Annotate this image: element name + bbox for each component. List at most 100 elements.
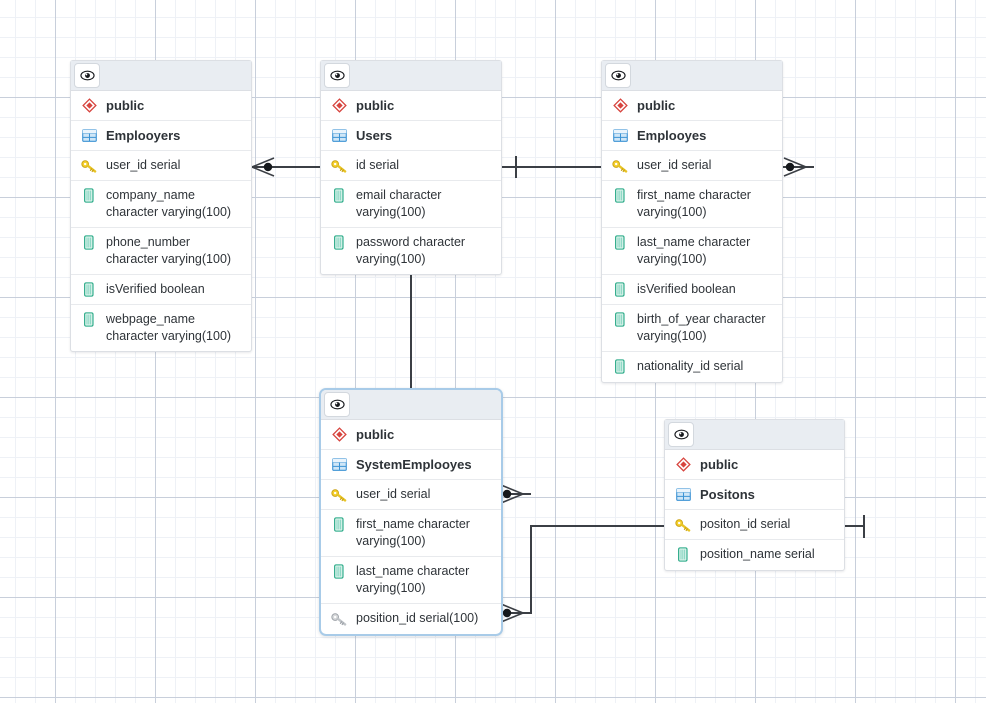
- eye-visibility-button[interactable]: [74, 63, 100, 88]
- table-node-users[interactable]: public Users id serial: [320, 60, 502, 275]
- column-row[interactable]: phone_number character varying(100): [71, 228, 251, 275]
- column-label: first_name character varying(100): [637, 188, 751, 219]
- schema-diamond-icon: [611, 97, 629, 114]
- key-icon: [330, 486, 348, 503]
- table-name: Emplooyers: [106, 128, 181, 143]
- column-label: isVerified boolean: [637, 282, 736, 296]
- column-icon: [80, 234, 98, 251]
- node-header: [71, 61, 251, 91]
- column-row[interactable]: isVerified boolean: [71, 275, 251, 305]
- column-row[interactable]: user_id serial: [71, 151, 251, 181]
- column-icon: [330, 563, 348, 580]
- schema-diamond-icon: [674, 456, 692, 473]
- schema-diamond-icon: [330, 97, 348, 114]
- table-node-emplooyes[interactable]: public Emplooyes user_id se: [601, 60, 783, 383]
- schema-name: public: [106, 98, 145, 113]
- table-title-row: SystemEmplooyes: [321, 450, 501, 480]
- key-icon: [80, 157, 98, 174]
- schema-name: public: [700, 457, 739, 472]
- column-label: phone_number character varying(100): [106, 235, 232, 266]
- table-title-row: Positons: [665, 480, 844, 510]
- schema-row: public: [665, 450, 844, 480]
- crowsfoot-systememplooyes-position: [500, 603, 524, 623]
- column-row[interactable]: company_name character varying(100): [71, 181, 251, 228]
- column-icon: [330, 234, 348, 251]
- column-label: user_id serial: [106, 158, 181, 172]
- key-icon: [674, 516, 692, 533]
- eye-visibility-button[interactable]: [324, 392, 350, 417]
- table-grid-icon: [674, 486, 692, 503]
- schema-name: public: [356, 98, 395, 113]
- edge-dot-systememplooyes-user: [502, 489, 512, 499]
- key-icon: [330, 157, 348, 174]
- table-name: Positons: [700, 487, 755, 502]
- column-label: last_name character varying(100): [637, 235, 751, 266]
- table-title-row: Emplooyes: [602, 121, 782, 151]
- edge-dot-emplooyes: [785, 162, 795, 172]
- schema-row: public: [71, 91, 251, 121]
- eye-visibility-button[interactable]: [605, 63, 631, 88]
- column-icon: [330, 187, 348, 204]
- column-row[interactable]: password character varying(100): [321, 228, 501, 274]
- eye-visibility-button[interactable]: [324, 63, 350, 88]
- table-node-positons[interactable]: public Positons positon_id: [664, 419, 845, 571]
- column-label: company_name character varying(100): [106, 188, 232, 219]
- node-header: [602, 61, 782, 91]
- table-node-systememplooyes[interactable]: public SystemEmplooyes user: [319, 388, 503, 636]
- column-row[interactable]: birth_of_year character varying(100): [602, 305, 782, 352]
- column-row[interactable]: user_id serial: [602, 151, 782, 181]
- column-label: position_name serial: [700, 547, 815, 561]
- column-icon: [80, 187, 98, 204]
- table-name: SystemEmplooyes: [356, 457, 472, 472]
- eye-visibility-button[interactable]: [668, 422, 694, 447]
- column-row[interactable]: first_name character varying(100): [602, 181, 782, 228]
- column-row[interactable]: last_name character varying(100): [602, 228, 782, 275]
- column-label: user_id serial: [637, 158, 712, 172]
- column-label: isVerified boolean: [106, 282, 205, 296]
- column-icon: [611, 187, 629, 204]
- column-row[interactable]: last_name character varying(100): [321, 557, 501, 604]
- schema-name: public: [356, 427, 395, 442]
- column-row[interactable]: isVerified boolean: [602, 275, 782, 305]
- schema-row: public: [602, 91, 782, 121]
- column-label: webpage_name character varying(100): [106, 312, 232, 343]
- crowsfoot-emplooyers: [251, 157, 275, 177]
- column-row[interactable]: email character varying(100): [321, 181, 501, 228]
- schema-diamond-icon: [330, 426, 348, 443]
- key-icon: [611, 157, 629, 174]
- table-name: Emplooyes: [637, 128, 707, 143]
- table-grid-icon: [611, 127, 629, 144]
- column-label: password character varying(100): [356, 235, 466, 266]
- column-label: last_name character varying(100): [356, 564, 470, 595]
- crowsfoot-systememplooyes-user: [500, 484, 524, 504]
- column-row[interactable]: webpage_name character varying(100): [71, 305, 251, 351]
- schema-name: public: [637, 98, 676, 113]
- table-node-emplooyers[interactable]: public Emplooyers user_id s: [70, 60, 252, 352]
- column-row[interactable]: position_name serial: [665, 540, 844, 570]
- column-icon: [80, 311, 98, 328]
- schema-row: public: [321, 420, 501, 450]
- column-row[interactable]: first_name character varying(100): [321, 510, 501, 557]
- eye-icon: [329, 70, 345, 81]
- column-row[interactable]: positon_id serial: [665, 510, 844, 540]
- table-name: Users: [356, 128, 393, 143]
- node-header: [321, 61, 501, 91]
- column-label: position_id serial(100): [356, 611, 479, 625]
- column-icon: [330, 516, 348, 533]
- column-row[interactable]: user_id serial: [321, 480, 501, 510]
- column-row[interactable]: id serial: [321, 151, 501, 181]
- table-grid-icon: [330, 456, 348, 473]
- column-icon: [611, 358, 629, 375]
- column-label: positon_id serial: [700, 517, 791, 531]
- column-icon: [611, 281, 629, 298]
- schema-row: public: [321, 91, 501, 121]
- column-row[interactable]: position_id serial(100): [321, 604, 501, 634]
- table-grid-icon: [80, 127, 98, 144]
- eye-icon: [79, 70, 95, 81]
- column-row[interactable]: nationality_id serial: [602, 352, 782, 382]
- schema-diamond-icon: [80, 97, 98, 114]
- eye-icon: [329, 399, 345, 410]
- key-grey-icon: [330, 610, 348, 627]
- column-label: nationality_id serial: [637, 359, 744, 373]
